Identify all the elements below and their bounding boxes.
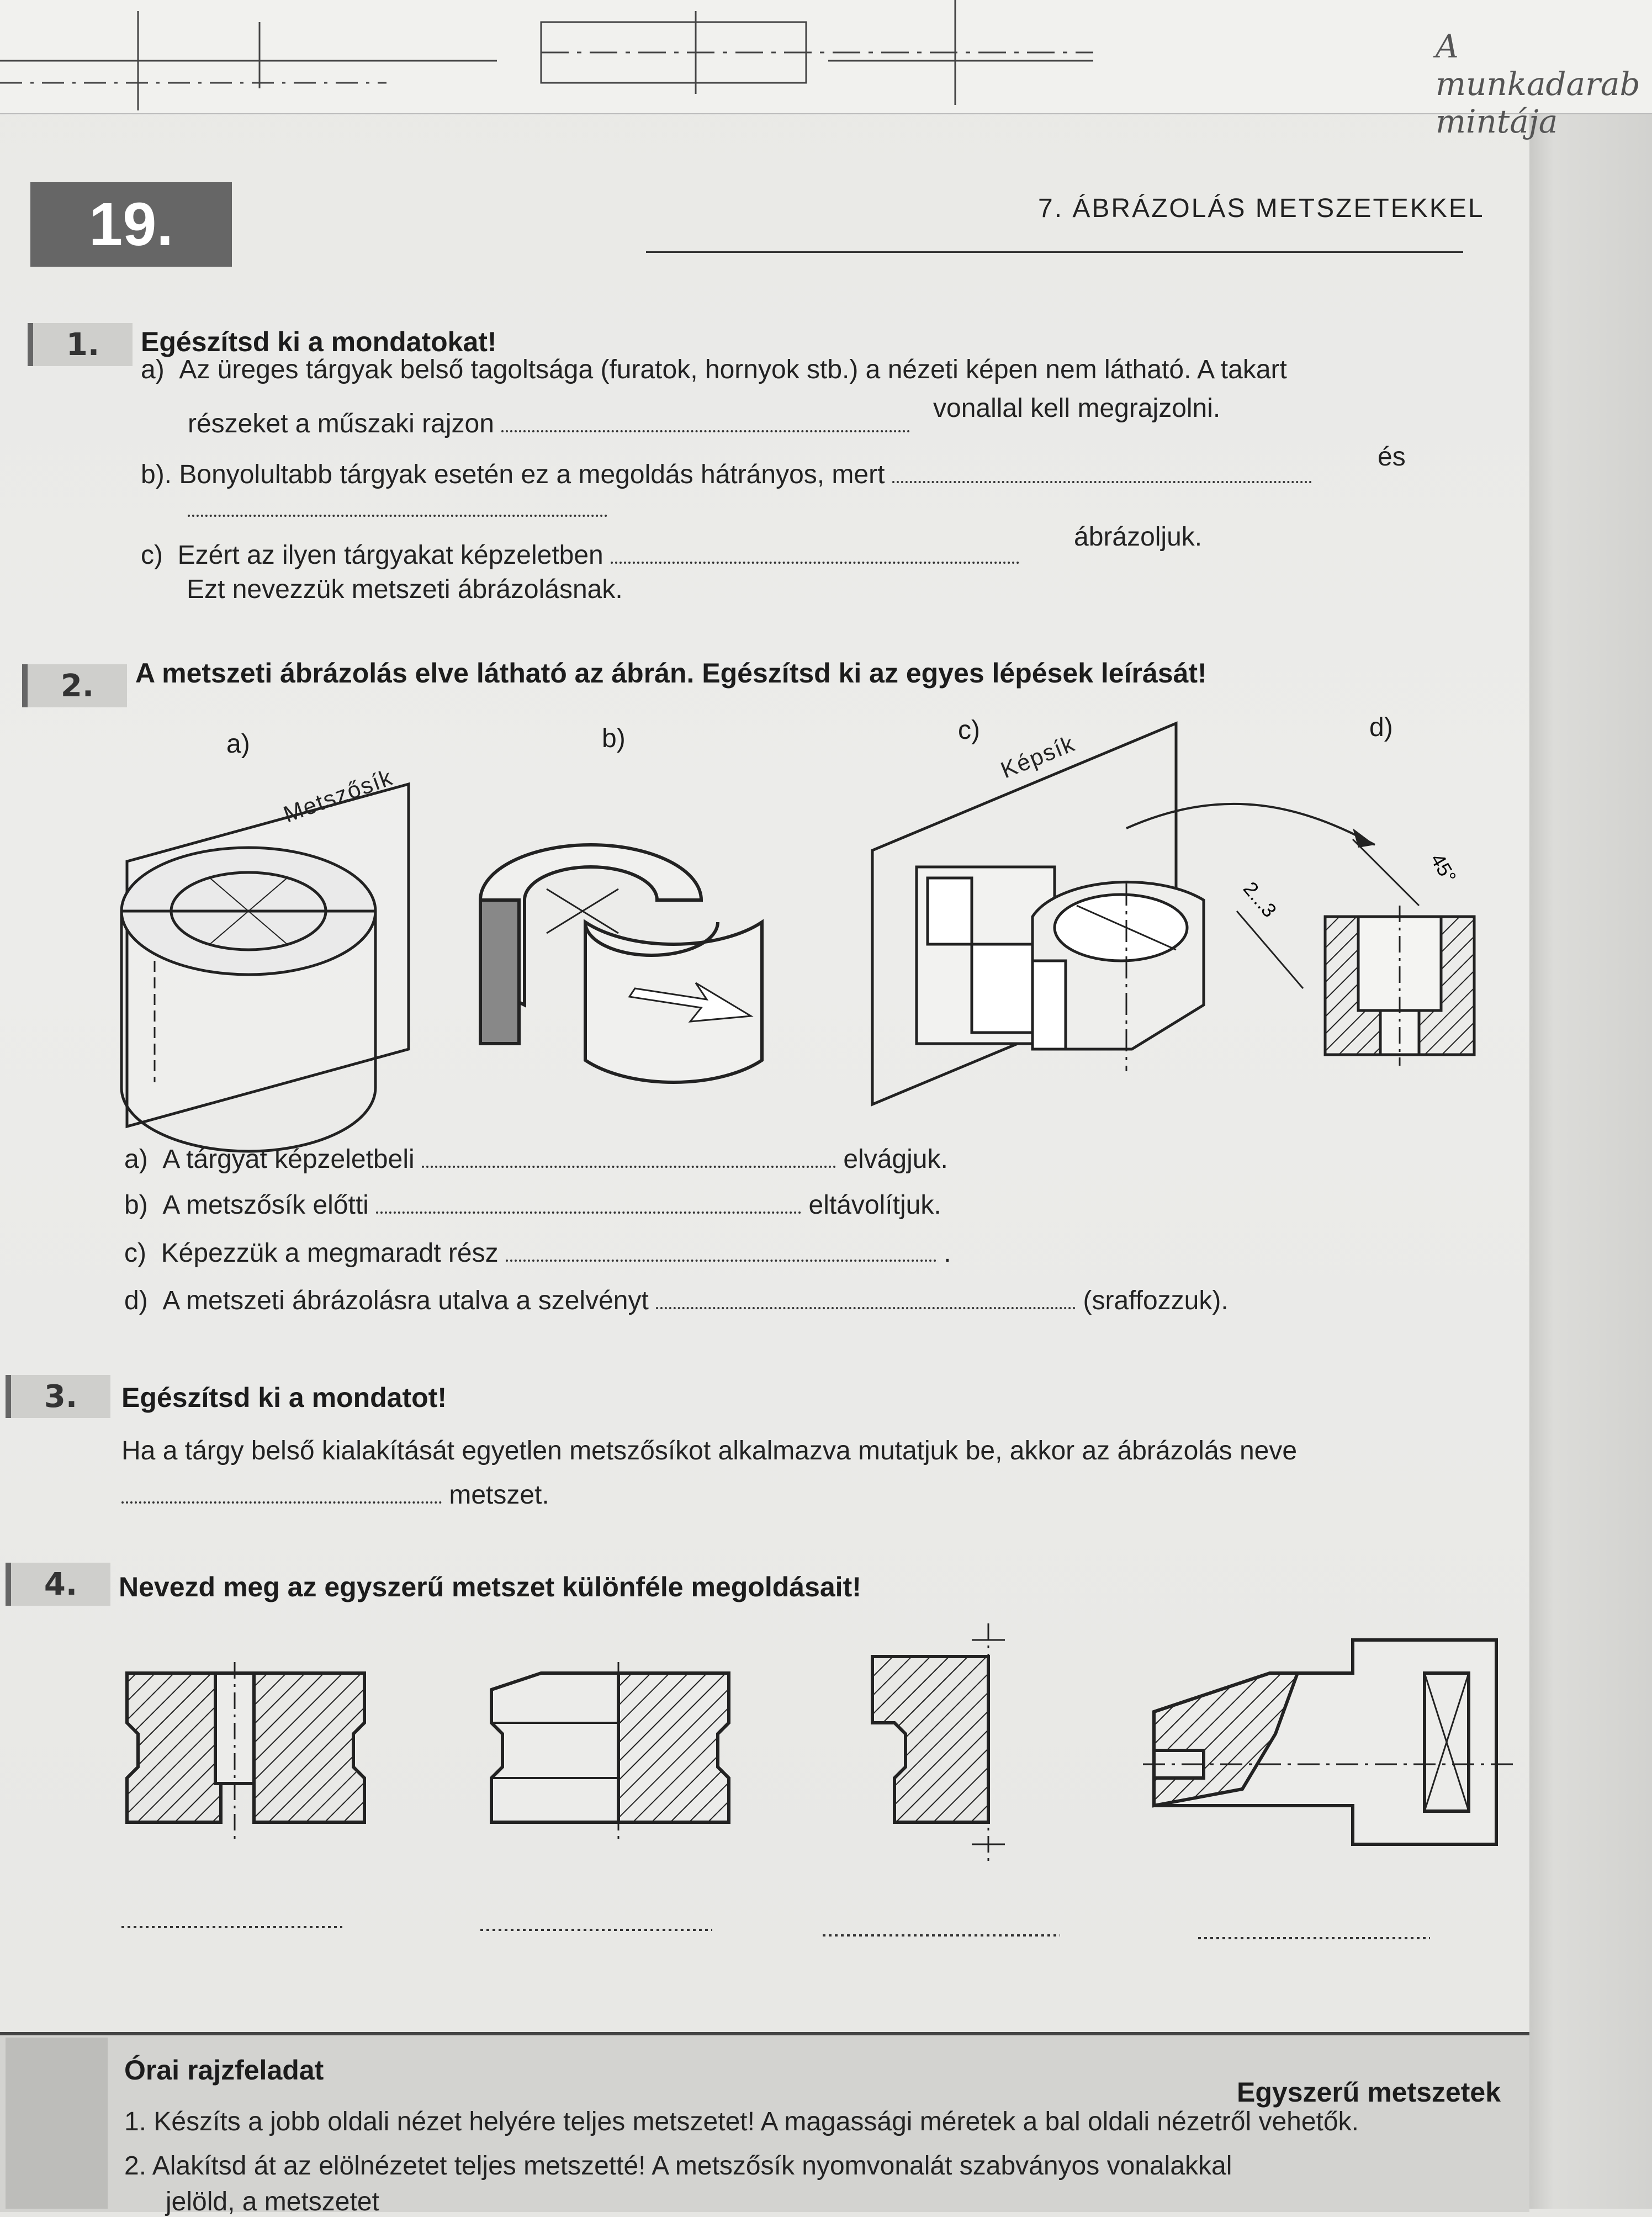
previous-page-strip: A munkadarab mintája: [0, 0, 1652, 140]
item-text: Ezért az ilyen tárgyakat képzeletben: [177, 541, 603, 570]
angle-label: 45°: [1426, 850, 1461, 887]
answer-blank[interactable]: [505, 1243, 936, 1262]
item-label: a): [141, 355, 165, 384]
drawing-task-sidebar: [6, 2038, 108, 2209]
task-title-1: Egészítsd ki a mondatokat!: [141, 326, 497, 357]
figure-d-section-view: 45° 2...3: [1236, 838, 1476, 1066]
item-text: A tárgyat képzeletbeli: [162, 1145, 415, 1174]
answer-blank[interactable]: [611, 545, 1020, 564]
task3-line2: metszet.: [121, 1480, 549, 1510]
answer-blank[interactable]: [656, 1290, 1076, 1309]
figure-b-separated-halves: [479, 843, 764, 1084]
previous-drawing-fragment: [0, 0, 1093, 110]
item-text: Az üreges tárgyak belső tagoltsága (fura…: [179, 355, 1287, 384]
answer-blank[interactable]: [188, 512, 607, 517]
answer-blank[interactable]: [376, 1195, 802, 1214]
answer-blank[interactable]: [121, 1485, 442, 1504]
spacing-label: 2...3: [1239, 877, 1281, 922]
task-title-4: Nevezd meg az egyszerű metszet különféle…: [119, 1572, 861, 1602]
task2-item-d: d) A metszeti ábrázolásra utalva a szelv…: [124, 1285, 1229, 1316]
task-number-3: 3.: [6, 1375, 110, 1418]
chapter-number: 19.: [30, 182, 232, 267]
task1-a-suffix: vonallal kell megrajzolni.: [933, 394, 1221, 423]
item-label: c): [141, 541, 163, 570]
item-suffix: (sraffozzuk).: [1083, 1286, 1229, 1315]
section-drawing-half: [490, 1662, 730, 1844]
answer-blank[interactable]: [421, 1149, 836, 1168]
item-text: A metszeti ábrázolásra utalva a szelvény…: [162, 1286, 649, 1315]
kepsik-label: Képsík: [997, 730, 1079, 783]
task1-b-line: b). Bonyolultabb tárgyak esetén ez a meg…: [141, 459, 1312, 490]
section-drawing-full: [125, 1662, 366, 1844]
drawing-task-title: Órai rajzfeladat: [124, 2055, 324, 2086]
figure-label-a: a): [226, 729, 250, 759]
item-suffix: elvágjuk.: [843, 1145, 948, 1174]
task2-item-a: a) A tárgyat képzeletbeli elvágjuk.: [124, 1144, 948, 1174]
item-suffix: .: [944, 1239, 951, 1268]
task2-item-b: b) A metszősík előtti eltávolítjuk.: [124, 1190, 941, 1220]
task-number-2: 2.: [22, 664, 127, 707]
figure-label-d: d): [1369, 713, 1393, 742]
chapter-underline: [646, 251, 1463, 253]
figure-c-projection-plane: Képsík: [871, 721, 1375, 1107]
drawing-task-item-2: 2. Alakítsd át az elölnézetet teljes met…: [124, 2151, 1232, 2181]
task-number-4: 4.: [6, 1563, 110, 1606]
item-suffix: eltávolítjuk.: [808, 1190, 941, 1220]
section-drawing-partial: [1143, 1638, 1518, 1846]
item-label: d): [124, 1286, 148, 1315]
task1-c-line1: c) Ezért az ilyen tárgyakat képzeletben: [141, 540, 1020, 570]
item-text: részeket a műszaki rajzon: [188, 409, 494, 438]
item-label: a): [124, 1145, 148, 1174]
task1-c-line2: Ezt nevezzük metszeti ábrázolásnak.: [187, 575, 623, 604]
item-suffix: metszet.: [449, 1480, 549, 1510]
task1-b-suffix: és: [1378, 442, 1406, 472]
workbook-page: [0, 0, 1529, 2209]
adjacent-page-edge: [1529, 0, 1652, 2209]
task1-a-line1: a) Az üreges tárgyak belső tagoltsága (f…: [141, 354, 1287, 385]
section-drawing-single: [871, 1623, 1005, 1861]
task3-line1: Ha a tárgy belső kialakítását egyetlen m…: [121, 1436, 1298, 1465]
task1-c-suffix: ábrázoljuk.: [1074, 522, 1203, 552]
task4-section-drawings: [121, 1623, 1518, 1939]
item-text: Bonyolultabb tárgyak esetén ez a megoldá…: [179, 460, 885, 489]
chapter-title: 7. ÁBRÁZOLÁS METSZETEKKEL: [1038, 194, 1485, 223]
task-title-3: Egészítsd ki a mondatot!: [121, 1382, 447, 1413]
item-label: b): [124, 1190, 148, 1220]
answer-blank[interactable]: [501, 414, 910, 432]
item-text: A metszősík előtti: [162, 1190, 369, 1220]
item-label: b).: [141, 460, 172, 489]
task-title-2: A metszeti ábrázolás elve látható az ábr…: [135, 658, 1207, 689]
task-number-1: 1.: [28, 323, 133, 366]
task1-a-line2: részeket a műszaki rajzon: [188, 409, 910, 439]
figure-label-b: b): [602, 724, 626, 753]
drawing-task-item-1: 1. Készíts a jobb oldali nézet helyére t…: [124, 2107, 1359, 2136]
handwritten-note: A munkadarab mintája: [1436, 28, 1640, 140]
answer-blank[interactable]: [892, 464, 1312, 483]
item-label: c): [124, 1239, 146, 1268]
drawing-task-box: [0, 2032, 1529, 2212]
drawing-task-item-2-cont: jelöld, a metszetet: [166, 2187, 379, 2216]
item-text: Képezzük a megmaradt rész: [161, 1239, 499, 1268]
drawing-task-subtitle: Egyszerű metszetek: [1237, 2077, 1501, 2108]
figure-label-c: c): [958, 716, 980, 745]
figure-a-cylinder-cutting-plane: Metszősík: [120, 764, 410, 1153]
task2-item-c: c) Képezzük a megmaradt rész .: [124, 1238, 951, 1268]
